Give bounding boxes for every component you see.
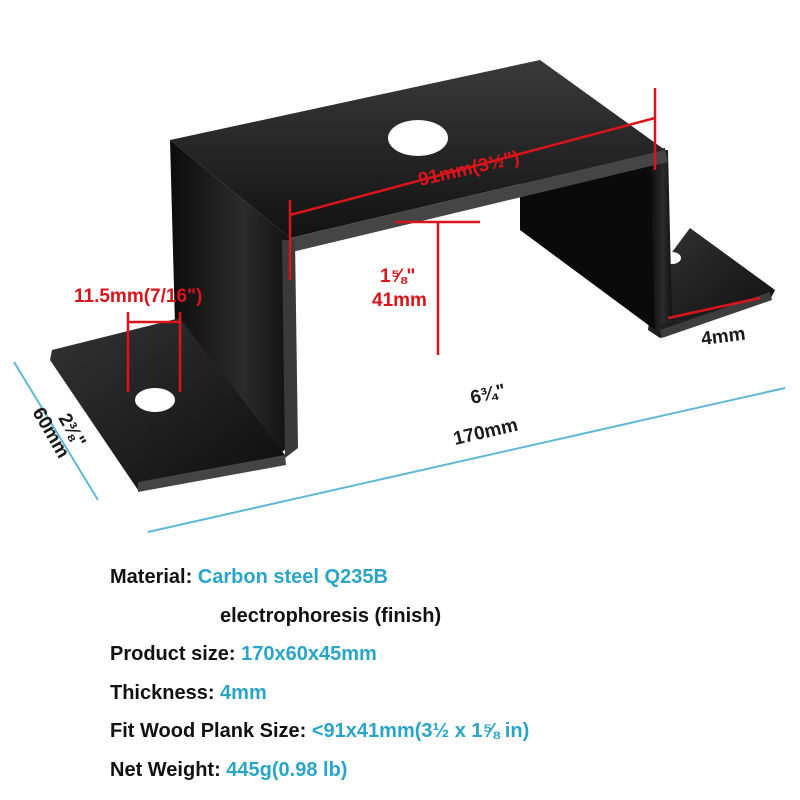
right-wall: [520, 148, 668, 330]
inner-height-mm-label: 41mm: [372, 290, 427, 311]
top-plate-front-edge: [290, 150, 668, 252]
left-foot-hole: [135, 388, 175, 412]
spec-fit-plank-size: Fit Wood Plank Size: <91x41mm(3½ x 1⅝ in…: [110, 712, 790, 751]
left-wall-edge: [282, 240, 298, 458]
right-wall-face: [650, 150, 672, 330]
top-plate-hole: [388, 120, 448, 156]
spec-value: 4mm: [220, 681, 267, 704]
spec-label: Thickness:: [110, 681, 215, 704]
spec-material: Material: Carbon steel Q235B: [110, 558, 790, 597]
thickness-label: 4mm: [700, 324, 747, 350]
spec-label: Product size:: [110, 643, 236, 665]
spec-net-weight: Net Weight: 445g(0.98 lb): [110, 751, 790, 790]
length-mm-label: 170mm: [451, 415, 520, 450]
red-dimension-lines: [126, 88, 761, 392]
spec-value: electrophoresis (finish): [220, 604, 442, 627]
right-foot-edge: [660, 292, 772, 338]
spec-value: 445g(0.98 lb): [226, 758, 348, 781]
blue-dimension-lines: [13, 361, 786, 533]
spec-list: Material: Carbon steel Q235B electrophor…: [110, 558, 790, 789]
spec-value: Carbon steel Q235B: [197, 566, 388, 588]
inner-height-in-label: 1⅝": [380, 266, 415, 287]
left-foot-edge: [138, 455, 286, 492]
spec-value: <91x41mm(3½ x 1⅝ in): [311, 720, 530, 742]
spec-finish: electrophoresis (finish): [110, 597, 790, 636]
spec-label: Fit Wood Plank Size:: [110, 720, 307, 742]
steel-bracket: [50, 60, 775, 492]
spec-label: Material:: [110, 566, 193, 588]
spec-value: 170x60x45mm: [241, 643, 377, 665]
length-in-label: 6¾": [468, 380, 507, 408]
hole-size-label: 11.5mm(7/16"): [74, 286, 202, 307]
left-wall: [170, 140, 292, 460]
spec-thickness: Thickness: 4mm: [110, 674, 790, 713]
spec-label: Net Weight:: [110, 758, 221, 781]
product-figure: 91mm(3½") 1⅝" 41mm 11.5mm(7/16") 4mm 6¾"…: [13, 60, 786, 533]
spec-product-size: Product size: 170x60x45mm: [110, 635, 790, 674]
